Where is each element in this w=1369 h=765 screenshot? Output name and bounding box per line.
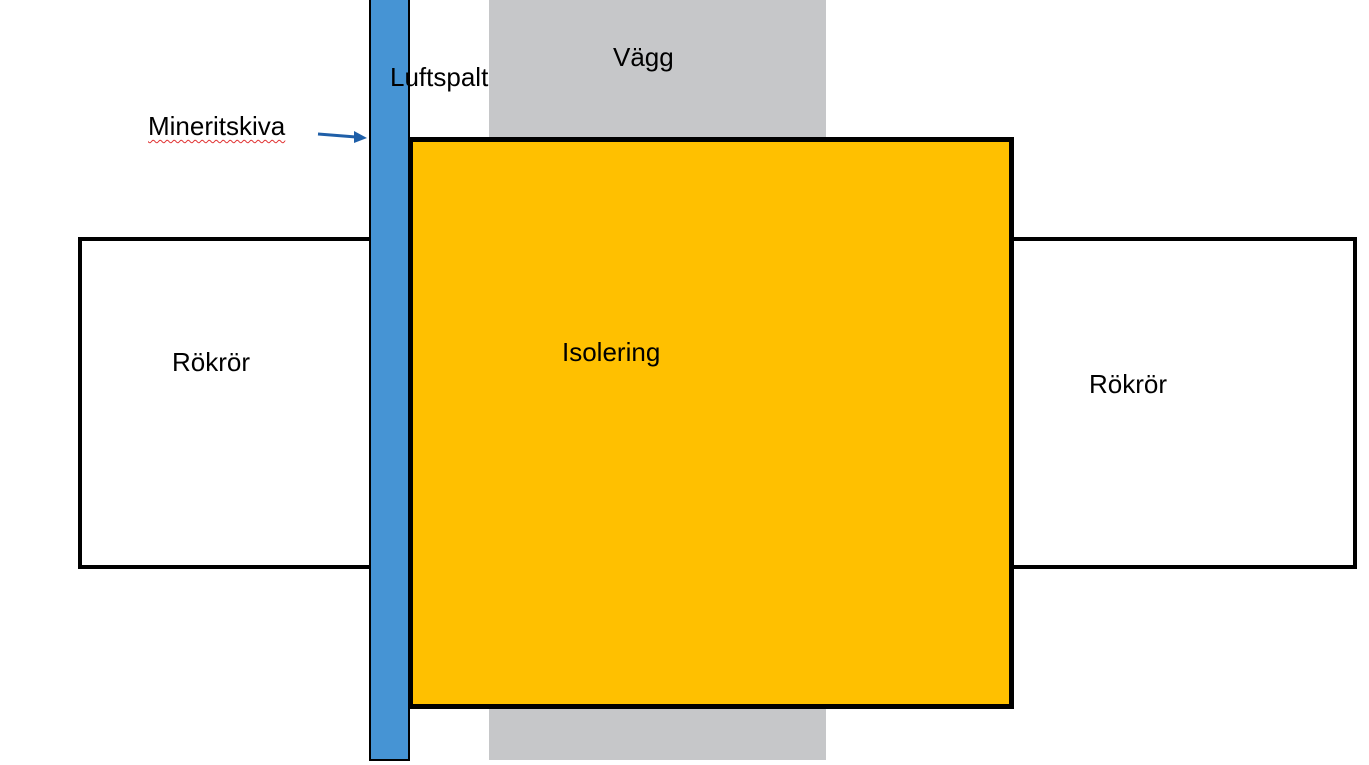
flue-pipe-right — [1009, 237, 1357, 569]
insulation-label: Isolering — [562, 337, 661, 367]
mineral-board — [369, 0, 410, 761]
flue-pipe-left — [78, 237, 374, 569]
wall-label: Vägg — [613, 42, 674, 72]
board-label: Mineritskiva — [148, 111, 286, 141]
pipe-right-label: Rökrör — [1089, 369, 1168, 399]
pipe-left-label: Rökrör — [172, 347, 251, 377]
insulation-block — [408, 137, 1014, 709]
air-gap-label: Luftspalt — [390, 62, 489, 92]
